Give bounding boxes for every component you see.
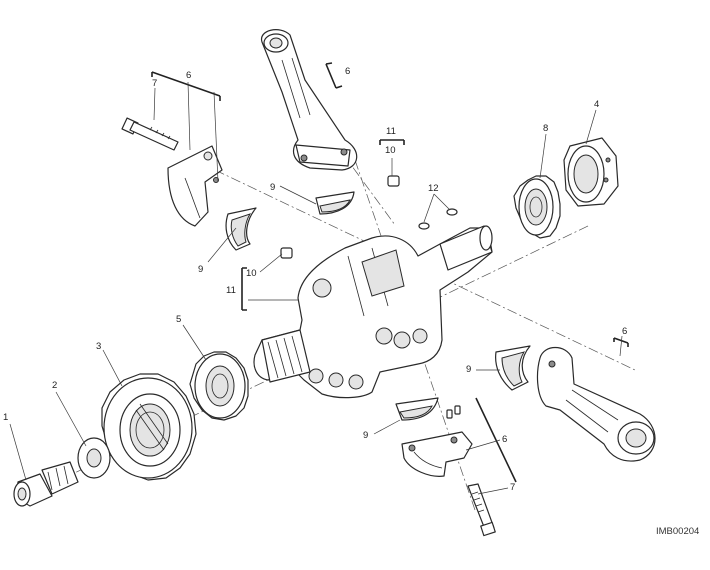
leader-lines xyxy=(9,81,623,495)
callout-10-left: 10 xyxy=(246,268,257,279)
callout-7-top: 7 xyxy=(152,78,157,89)
bracket-6-right xyxy=(613,337,629,347)
gear-part-3 xyxy=(101,373,197,481)
callout-9-right: 9 xyxy=(466,364,471,375)
gear-part-5 xyxy=(189,351,249,421)
bearing-shell-lower xyxy=(395,397,439,421)
dowel-top xyxy=(387,175,400,187)
bracket-11-top xyxy=(379,139,405,145)
callout-4: 4 xyxy=(594,99,599,110)
callout-6-right: 6 xyxy=(622,326,627,337)
callout-11-top: 11 xyxy=(386,126,396,137)
bracket-6-top-left xyxy=(151,71,221,101)
bushing-pair xyxy=(418,208,458,230)
bracket-11-left xyxy=(241,267,247,311)
callout-8: 8 xyxy=(543,123,548,134)
crankshaft xyxy=(253,225,493,399)
callout-5: 5 xyxy=(176,314,181,325)
flange-part-4 xyxy=(563,137,619,207)
callout-9-left: 9 xyxy=(198,264,203,275)
callout-11-left: 11 xyxy=(226,285,236,296)
callout-1: 1 xyxy=(3,412,8,423)
connecting-rod-right xyxy=(536,346,656,462)
callout-12: 12 xyxy=(428,183,439,194)
callout-9-upper: 9 xyxy=(270,182,275,193)
callouts: 1 2 3 5 4 8 6 7 6 11 10 12 9 9 10 11 9 6… xyxy=(3,66,627,493)
callout-6-top-left: 6 xyxy=(186,70,191,81)
callout-6-top-rod: 6 xyxy=(345,66,350,77)
washer-part-2 xyxy=(77,437,111,479)
connecting-rod-top xyxy=(261,29,358,171)
rod-cap-left xyxy=(167,145,223,227)
rod-cap-lower xyxy=(401,405,473,477)
gear-part-8 xyxy=(513,175,561,239)
rod-bolt-left xyxy=(121,117,179,151)
rod-bolt-lower xyxy=(467,483,496,537)
bracket-6-lower xyxy=(475,397,517,483)
callout-3: 3 xyxy=(96,341,101,352)
bearing-shell-right xyxy=(495,345,531,391)
callout-10-top: 10 xyxy=(385,145,396,156)
dowel-left xyxy=(280,247,293,259)
bearing-shell-left xyxy=(225,207,257,251)
bolt-part-1 xyxy=(13,461,79,507)
bearing-shell-upper xyxy=(315,191,355,215)
callout-6-lower: 6 xyxy=(502,434,507,445)
callout-9-lower: 9 xyxy=(363,430,368,441)
callout-2: 2 xyxy=(52,380,57,391)
callout-7-lower: 7 xyxy=(510,482,515,493)
image-code: IMB00204 xyxy=(656,526,699,537)
bracket-6-top-rod xyxy=(325,62,343,89)
